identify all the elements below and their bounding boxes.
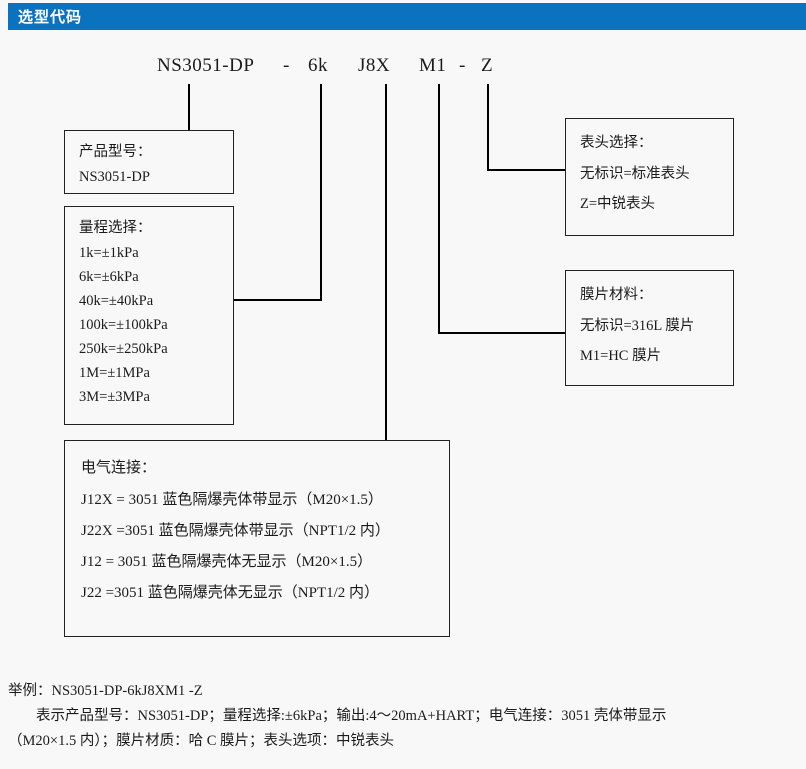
range-option-1m: 1M=±1MPa xyxy=(79,365,150,381)
example-line-3: （M20×1.5 内）；膜片材质：哈 C 膜片；表头选项：中锐表头 xyxy=(8,733,394,749)
electrical-option-j12x: J12X = 3051 蓝色隔爆壳体带显示（M20×1.5） xyxy=(81,492,383,508)
page-title: 选型代码 xyxy=(18,8,83,26)
connector-product-model xyxy=(188,84,190,132)
code-token-dash-1: - xyxy=(283,55,290,76)
code-token-electrical: J8X xyxy=(358,55,391,76)
range-option-250k: 250k=±250kPa xyxy=(79,341,168,357)
code-token-range: 6k xyxy=(308,55,328,76)
range-option-100k: 100k=±100kPa xyxy=(79,317,168,333)
box-range-selection: 量程选择： 1k=±1kPa 6k=±6kPa 40k=±40kPa 100k=… xyxy=(64,206,234,425)
box-meter-head-title: 表头选择： xyxy=(580,135,653,151)
box-diaphragm-material: 膜片材料： 无标识=316L 膜片 M1=HC 膜片 xyxy=(565,270,734,386)
code-token-product: NS3051-DP xyxy=(157,55,255,76)
meter-head-option-standard: 无标识=标准表头 xyxy=(580,166,690,182)
range-option-6k: 6k=±6kPa xyxy=(79,269,139,285)
code-token-meter-head: Z xyxy=(481,55,494,76)
range-option-3m: 3M=±3MPa xyxy=(79,389,150,405)
connector-diaphragm-vertical xyxy=(438,84,440,334)
box-range-selection-title: 量程选择： xyxy=(79,220,152,236)
connector-meter-head-horizontal xyxy=(487,169,566,171)
model-code-line: NS3051-DP - 6k J8X M1 - Z xyxy=(0,55,806,79)
box-diaphragm-title: 膜片材料： xyxy=(580,287,653,303)
electrical-option-j22: J22 =3051 蓝色隔爆壳体无显示（NPT1/2 内） xyxy=(81,585,380,601)
example-line-1: 举例：NS3051-DP-6kJ8XM1 -Z xyxy=(8,683,203,699)
example-line-2: 表示产品型号：NS3051-DP；量程选择:±6kPa；输出:4～20mA+HA… xyxy=(36,708,667,724)
range-option-1k: 1k=±1kPa xyxy=(79,245,139,261)
connector-range-vertical xyxy=(320,84,322,301)
range-option-40k: 40k=±40kPa xyxy=(79,293,154,309)
connector-meter-head-vertical xyxy=(487,84,489,171)
example-note: 举例：NS3051-DP-6kJ8XM1 -Z 表示产品型号：NS3051-DP… xyxy=(8,679,798,754)
box-product-model-title: 产品型号： xyxy=(79,144,152,160)
code-token-diaphragm: M1 xyxy=(419,55,447,76)
diaphragm-option-m1: M1=HC 膜片 xyxy=(580,348,662,364)
electrical-option-j12: J12 = 3051 蓝色隔爆壳体无显示（M20×1.5） xyxy=(81,554,373,570)
box-meter-head-selection: 表头选择： 无标识=标准表头 Z=中锐表头 xyxy=(565,118,734,236)
connector-range-horizontal xyxy=(232,299,322,301)
meter-head-option-z: Z=中锐表头 xyxy=(580,196,656,212)
diaphragm-option-316l: 无标识=316L 膜片 xyxy=(580,318,695,334)
connector-electrical-vertical xyxy=(385,84,387,441)
box-electrical-title: 电气连接： xyxy=(81,460,157,476)
section-header-bar: 选型代码 xyxy=(8,3,806,30)
connector-diaphragm-horizontal xyxy=(438,332,566,334)
box-product-model: 产品型号： NS3051-DP xyxy=(64,130,234,194)
box-electrical-connection: 电气连接： J12X = 3051 蓝色隔爆壳体带显示（M20×1.5） J22… xyxy=(64,440,450,637)
electrical-option-j22x: J22X =3051 蓝色隔爆壳体带显示（NPT1/2 内） xyxy=(81,523,390,539)
code-token-dash-2: - xyxy=(459,55,466,76)
box-product-model-value: NS3051-DP xyxy=(79,169,150,185)
